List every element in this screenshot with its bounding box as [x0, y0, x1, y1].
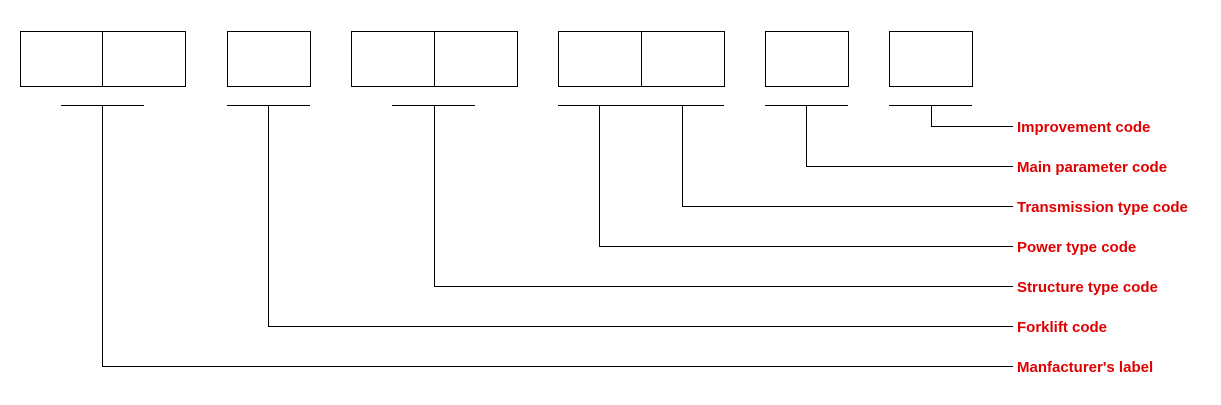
power-cell	[558, 31, 642, 87]
leader-improvement	[931, 105, 1013, 127]
structure-type-boxes	[351, 31, 518, 87]
code-labels: Improvement code Main parameter code Tra…	[1017, 119, 1188, 376]
forklift-cell	[227, 31, 311, 87]
manufacturer-cell-1	[20, 31, 103, 87]
power-transmission-boxes	[558, 31, 725, 87]
structure-cell-2	[434, 31, 518, 87]
leader-main-parameter	[806, 105, 1013, 167]
manufacturer-cell-2	[102, 31, 186, 87]
main-parameter-boxes	[765, 31, 849, 87]
label-manufacturers-label: Manfacturer's label	[1017, 359, 1153, 376]
label-improvement-code: Improvement code	[1017, 119, 1150, 136]
forklift-code-boxes	[227, 31, 311, 87]
improvement-cell	[889, 31, 973, 87]
leader-structure-type	[434, 105, 1013, 287]
label-structure-type-code: Structure type code	[1017, 279, 1158, 296]
leader-manufacturer	[102, 105, 1013, 367]
label-forklift-code: Forklift code	[1017, 319, 1107, 336]
label-main-parameter-code: Main parameter code	[1017, 159, 1167, 176]
transmission-cell	[641, 31, 725, 87]
structure-cell-1	[351, 31, 435, 87]
manufacturer-label-boxes	[20, 31, 186, 87]
label-transmission-type-code: Transmission type code	[1017, 199, 1188, 216]
leader-forklift	[268, 105, 1013, 327]
leader-power-type	[599, 105, 1013, 247]
improvement-boxes	[889, 31, 973, 87]
label-power-type-code: Power type code	[1017, 239, 1136, 256]
main-parameter-cell	[765, 31, 849, 87]
leader-lines	[102, 105, 1013, 367]
leader-transmission-type	[682, 105, 1013, 207]
